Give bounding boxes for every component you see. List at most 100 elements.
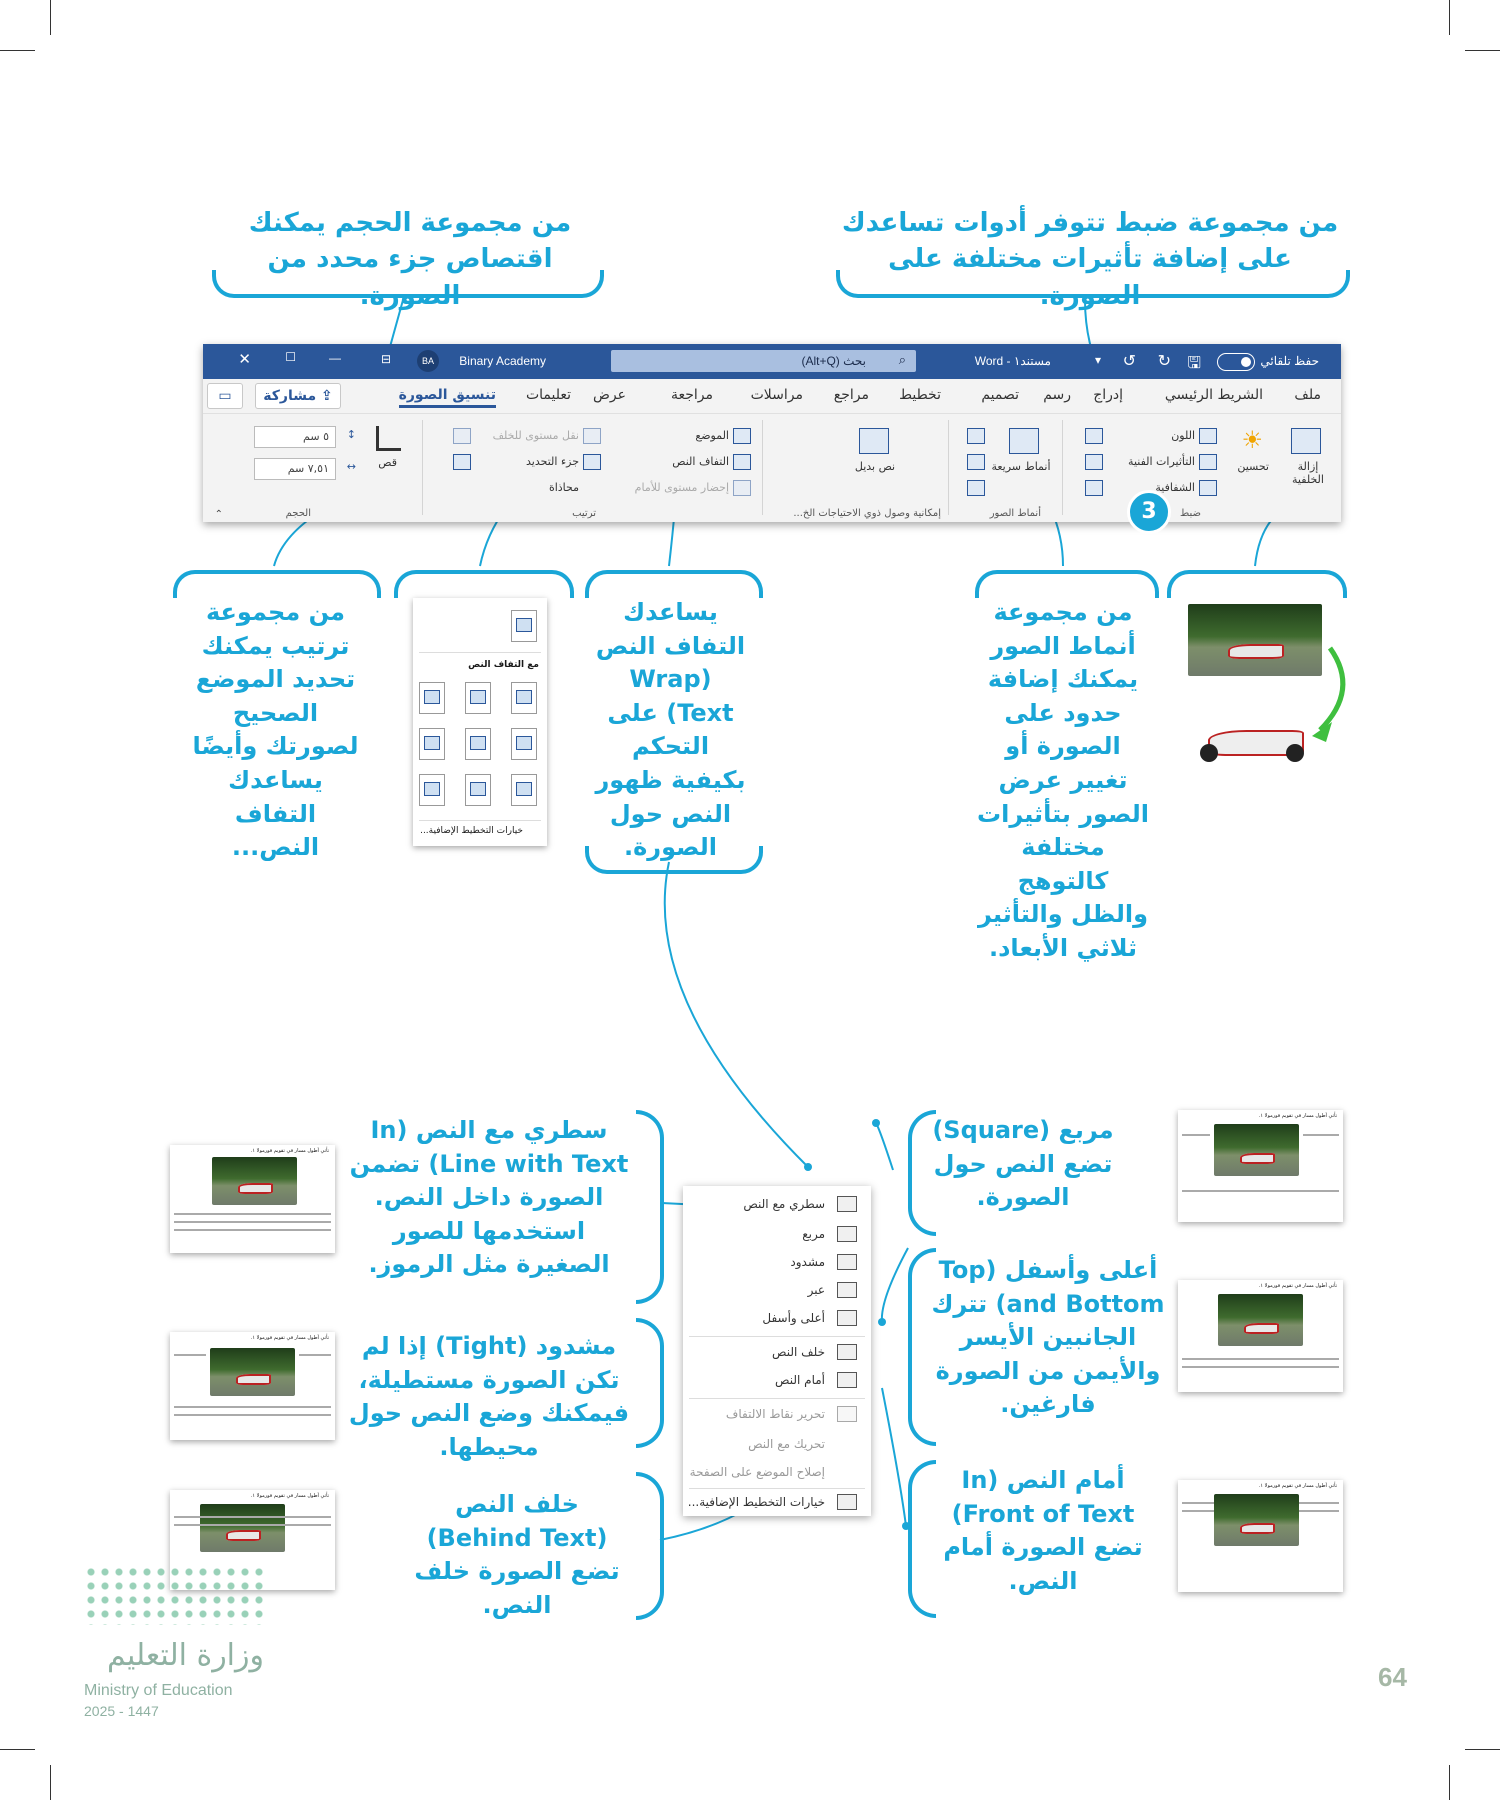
in-front-icon [837,1372,857,1388]
bring-forward-button[interactable]: إحضار مستوى للأمام [634,481,729,494]
menu-item-behind[interactable]: خلف النص [772,1345,825,1359]
avatar[interactable]: BA [417,350,439,372]
selection-pane-button[interactable]: جزء التحديد [526,455,579,468]
example-page-square: تأتي أطول مسار في تقويم فورمولا ١. [1178,1110,1343,1222]
menu-item-edit-wrap[interactable]: تحرير نقاط الالتفاف [725,1407,825,1421]
transparency-button[interactable]: الشفافية [1155,481,1195,494]
wrap-text-menu: سطري مع النص مربع مشدود عبر أعلى وأسفل خ… [683,1186,871,1516]
tab-draw[interactable]: رسم [1043,387,1071,403]
caption-front: أمام النص (In Front of Text) تضع الصورة … [943,1466,1143,1595]
search-box[interactable]: ⌕ بحث (Alt+Q) [611,350,916,372]
menu-item-inline[interactable]: سطري مع النص [743,1197,825,1211]
tab-view[interactable]: عرض [592,387,626,403]
ministry-name-en: Ministry of Education [84,1682,233,1699]
corrections-button[interactable]: تحسين [1237,460,1269,473]
redo-icon[interactable]: ↻ [1157,353,1171,370]
reset-picture-icon[interactable] [1085,480,1103,496]
menu-separator [419,652,541,653]
minimize-icon[interactable]: — [329,351,341,365]
more-layout-options[interactable]: خيارات التخطيط الإضافية... [420,826,523,836]
qat-dropdown-icon[interactable]: ▾ [1094,353,1101,367]
menu-separator [689,1336,865,1337]
square-icon [837,1226,857,1242]
maximize-icon[interactable]: ☐ [285,350,296,364]
save-icon[interactable]: 🖫 [1187,355,1201,372]
tab-insert[interactable]: إدراج [1093,387,1123,403]
crop-button[interactable]: قص [378,456,397,469]
menu-item-move-with-text[interactable]: تحريك مع النص [748,1437,825,1451]
tab-layout[interactable]: تخطيط [899,387,941,403]
artistic-effects-icon [1199,454,1217,470]
autosave-toggle[interactable] [1217,353,1255,371]
wrap-option[interactable] [465,682,491,714]
wrap-option[interactable] [419,774,445,806]
width-field[interactable]: ٧,٥١ سم [254,458,336,480]
picture-border-icon[interactable] [967,428,985,444]
example-page-inline: تأتي أطول مسار في تقويم فورمولا ١. [170,1145,335,1253]
edition-year: 2025 - 1447 [84,1703,159,1719]
remove-background-button[interactable]: إزالة الخلفية [1292,460,1324,486]
position-button[interactable]: الموضع [695,429,729,442]
wrap-option-inline[interactable] [511,610,537,642]
tab-help[interactable]: تعليمات [525,387,571,403]
ribbon-groups: إزالة الخلفية ☀ تحسين اللون التأثيرات ال… [203,414,1341,534]
group-separator [1062,420,1063,515]
group-objects-icon[interactable] [453,428,471,444]
send-backward-button[interactable]: نقل مستوى للخلف [492,429,579,442]
caption-bracket [585,846,763,874]
comments-button[interactable]: ▭ [207,383,243,409]
tab-file[interactable]: ملف [1294,387,1321,403]
color-icon [1199,428,1217,444]
quick-styles-icon[interactable] [1009,428,1039,454]
compress-pictures-icon[interactable] [1085,428,1103,444]
height-field[interactable]: ٥ سم [254,426,336,448]
menu-item-through[interactable]: عبر [807,1283,825,1297]
share-button[interactable]: ⇪ مشاركة [255,383,341,409]
ribbon-tabs: ملف الشريط الرئيسي إدراج رسم تصميم تخطيط… [203,379,1341,414]
tab-picture-format[interactable]: تنسيق الصورة [398,387,496,408]
tab-mailings[interactable]: مراسلات [750,387,803,403]
search-placeholder: بحث (Alt+Q) [801,354,866,368]
artistic-effects-button[interactable]: التأثيرات الفنية [1128,455,1195,468]
wrap-option[interactable] [419,728,445,760]
wrap-option[interactable] [465,774,491,806]
menu-item-more-options[interactable]: خيارات التخطيط الإضافية... [687,1495,825,1509]
menu-item-tight[interactable]: مشدود [790,1255,825,1269]
account-name[interactable]: Binary Academy [459,354,546,368]
menu-item-square[interactable]: مربع [802,1227,825,1241]
document-title: مستند١ - Word [974,354,1051,368]
wrap-option[interactable] [511,774,537,806]
crop-icon[interactable] [376,426,401,451]
tab-references[interactable]: مراجع [833,387,869,403]
picture-layout-icon[interactable] [967,480,985,496]
rotate-icon[interactable] [453,454,471,470]
wrap-option[interactable] [465,728,491,760]
crop-mark [1449,0,1450,35]
wrap-option[interactable] [511,728,537,760]
color-button[interactable]: اللون [1171,429,1195,442]
menu-item-fix-position[interactable]: إصلاح الموضع على الصفحة [689,1465,825,1479]
close-icon[interactable]: ✕ [238,351,251,368]
collapse-ribbon-icon[interactable]: ⌃ [214,509,223,520]
caption-bracket [975,570,1159,598]
group-separator [422,420,423,515]
menu-item-front[interactable]: أمام النص [775,1373,825,1387]
remove-background-icon[interactable] [1291,428,1321,454]
quick-styles-button[interactable]: أنماط سريعة [991,460,1051,473]
alt-text-button[interactable]: نص بديل [854,460,896,473]
undo-icon[interactable]: ↺ [1122,353,1136,370]
alt-text-icon[interactable] [859,428,889,454]
corrections-icon[interactable]: ☀ [1241,426,1263,454]
wrap-option[interactable] [419,682,445,714]
picture-effects-icon[interactable] [967,454,985,470]
tab-design[interactable]: تصميم [981,387,1019,403]
menu-item-top-bottom[interactable]: أعلى وأسفل [762,1311,825,1325]
tab-review[interactable]: مراجعة [670,387,713,403]
wrap-text-button[interactable]: التفاف النص [672,455,729,468]
caption-bracket [636,1472,664,1620]
wrap-option[interactable] [511,682,537,714]
change-picture-icon[interactable] [1085,454,1103,470]
tab-home[interactable]: الشريط الرئيسي [1164,387,1263,403]
ribbon-display-icon[interactable]: ⊟ [380,352,391,366]
align-button[interactable]: محاذاة [548,481,579,494]
